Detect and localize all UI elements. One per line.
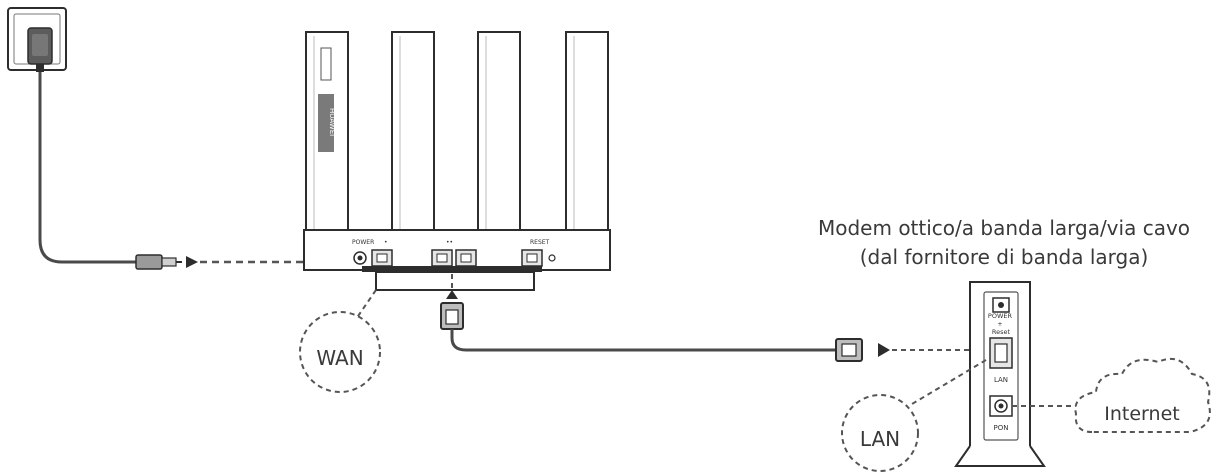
lan-direction-arrow-icon — [878, 343, 890, 357]
router-antenna — [477, 31, 521, 251]
modem-body — [954, 281, 1046, 467]
wan-callout-label: WAN — [316, 346, 363, 370]
wan-callout-circle — [299, 311, 381, 393]
power-cable — [38, 72, 138, 264]
router-port-labels: POWER • •• RESET — [352, 239, 550, 246]
modem-pon-port — [989, 395, 1013, 417]
router-wan-mark: • — [384, 239, 388, 246]
router-brand-label: HUAWEI — [318, 47, 336, 152]
router-lan-mark: •• — [446, 239, 453, 246]
power-direction-arrow-icon — [186, 256, 198, 268]
router-brand: HUAWEI — [328, 108, 336, 136]
router-reset-button — [548, 254, 556, 262]
modem-caption: Modem ottico/a banda larga/via cavo (dal… — [790, 214, 1218, 272]
router-lan-port — [455, 249, 477, 267]
power-adapter-icon — [27, 27, 53, 72]
modem-pon-label: PON — [994, 424, 1009, 432]
internet-cloud-icon — [1074, 358, 1211, 433]
router-power-label: POWER — [352, 239, 374, 246]
lan-callout-circle — [841, 394, 919, 472]
ethernet-plug-router-icon — [440, 302, 464, 330]
wan-callout-leader — [353, 289, 377, 323]
router-lan-port — [431, 249, 453, 267]
router-wan-port — [371, 249, 393, 267]
modem-subtitle: (dal fornitore di banda larga) — [859, 245, 1149, 269]
router-reset-label: RESET — [530, 239, 550, 246]
modem-lan-label: LAN — [994, 376, 1008, 384]
internet-label: Internet — [1104, 403, 1179, 425]
modem-power-jack — [992, 297, 1010, 313]
modem-lan-port — [989, 337, 1013, 369]
lan-callout-label: LAN — [860, 427, 900, 451]
router-antenna — [391, 31, 435, 251]
modem-title: Modem ottico/a banda larga/via cavo — [817, 216, 1191, 240]
ethernet-plug-modem-icon — [835, 338, 863, 362]
ethernet-cable — [450, 329, 836, 352]
modem-power-reset-label: POWER + Reset — [988, 312, 1014, 336]
dc-plug-icon — [135, 254, 182, 270]
router-power-jack — [353, 251, 367, 265]
router-antenna — [565, 31, 609, 251]
router-lan-port — [521, 249, 543, 267]
wan-direction-arrow-icon — [446, 290, 458, 299]
